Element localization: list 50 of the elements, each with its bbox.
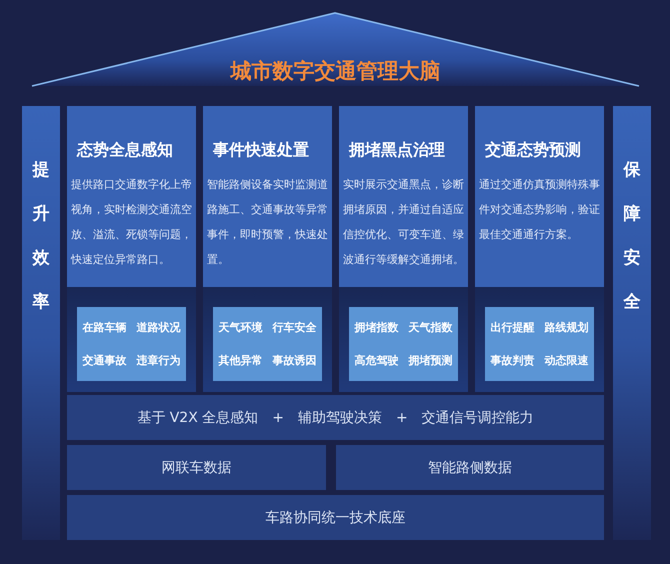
tag-label: 事故诱因 [272,352,316,368]
tag-label: 高危驾驶 [354,352,398,368]
column-heading: 态势全息感知 [77,140,173,160]
column-description: 提供路口交通数字化上帝视角，实时检测交通流空放、溢流、死锁等问题，快速定位异常路口。 [71,178,192,268]
tag-panel [213,307,322,381]
tag-label: 行车安全 [272,320,316,336]
roof-banner [30,11,641,89]
column-description: 实时展示交通黑点，诊断拥堵原因，并通过自适应信控优化、可变车道、绿波通行等缓解交通拥堵。 [343,178,464,268]
column-description: 通过交通仿真预测特殊事件对交通态势影响，验证最佳交通通行方案。 [479,178,600,243]
tag-label: 动态限速 [544,352,588,368]
layer-bar [67,395,604,440]
pillar-label: 保障安全 [624,159,640,314]
bar-label: 网联车数据 [162,458,232,476]
bar-label: 交通信号调控能力 [422,408,534,426]
bar-label: + [396,408,408,426]
tag-label: 道路状况 [136,320,180,336]
bar-label: 智能路侧数据 [428,458,512,476]
pillar-label: 提升效率 [32,159,50,314]
roof-title: 城市数字交通管理大脑 [230,58,440,84]
column-heading: 交通态势预测 [485,140,581,160]
layer-bar [67,445,326,490]
tag-label: 在路车辆 [82,320,126,336]
layer-bar [67,495,604,540]
feature-column [67,106,196,392]
column-heading: 拥堵黑点治理 [349,140,445,160]
feature-column [203,106,332,392]
feature-column [475,106,604,392]
tag-label: 天气环境 [218,320,262,336]
tag-label: 拥堵预测 [408,352,452,368]
bar-label: 辅助驾驶决策 [298,408,382,426]
column-description: 智能路侧设备实时监测道路施工、交通事故等异常事件，即时预警，快速处置。 [207,178,328,268]
side-pillar [22,106,60,540]
bar-label: 基于 V2X 全息感知 [137,408,258,426]
tag-label: 事故判责 [490,352,534,368]
tag-label: 出行提醒 [490,320,534,336]
feature-column [339,106,468,392]
tag-label: 违章行为 [136,352,180,368]
bar-label: + [272,408,284,426]
tag-label: 交通事故 [82,352,126,368]
tag-label: 其他异常 [218,352,262,368]
layer-bar [336,445,604,490]
tag-label: 天气指数 [408,320,452,336]
tag-label: 拥堵指数 [354,320,398,336]
tag-panel [349,307,458,381]
tag-panel [485,307,594,381]
tag-label: 路线规划 [544,320,588,336]
tag-panel [77,307,186,381]
side-pillar [613,106,651,540]
column-heading: 事件快速处置 [213,140,309,160]
bar-label: 车路协同统一技术底座 [266,508,406,526]
